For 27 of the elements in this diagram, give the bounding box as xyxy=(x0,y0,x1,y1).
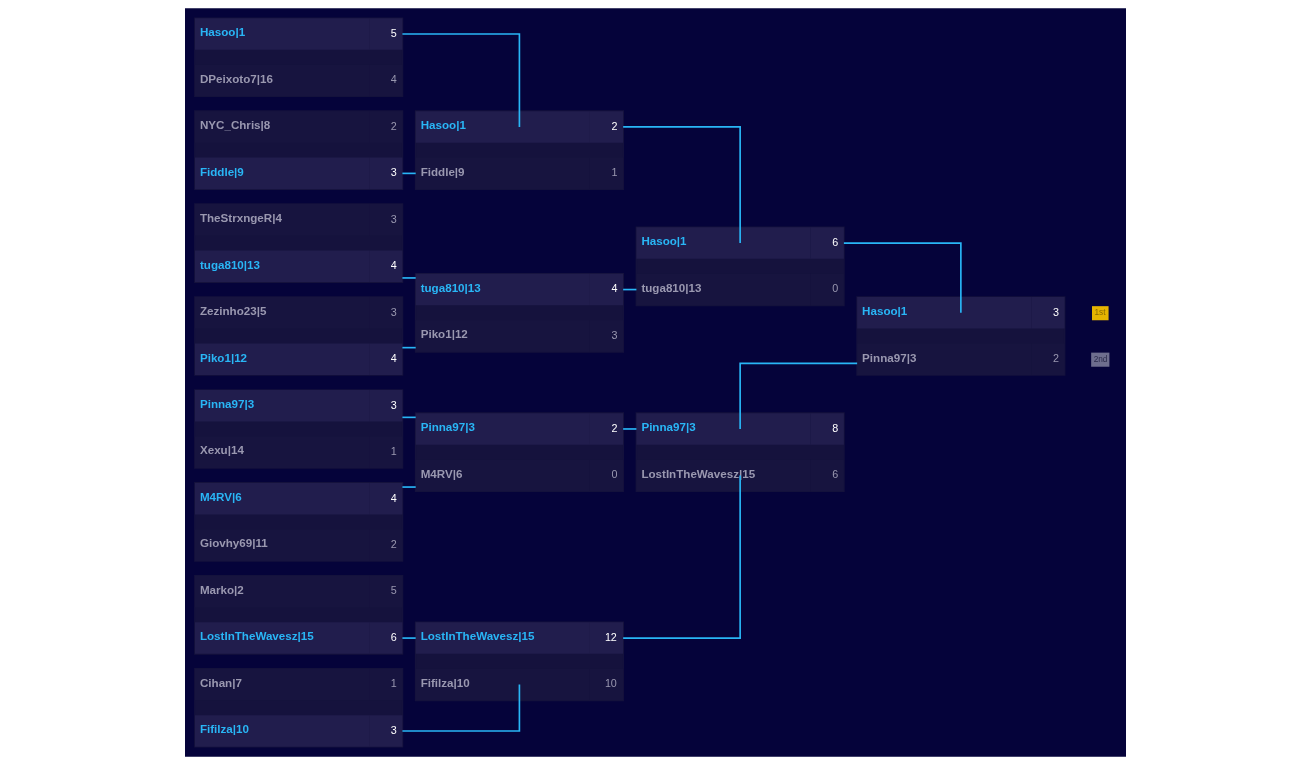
node-text: LostInTheWavesz|15 6 xyxy=(640,466,838,481)
node-text: DPeixoto7|16 4 xyxy=(199,71,397,86)
connector xyxy=(401,486,416,488)
node-text: Giovhy69|11 2 xyxy=(199,536,397,550)
node-label: 2nd xyxy=(1093,353,1107,364)
connector xyxy=(621,474,741,639)
connector xyxy=(401,33,520,128)
node-text: tuga810|13 0 xyxy=(640,280,838,295)
node-text: M4RV|6 0 xyxy=(420,466,618,481)
connector xyxy=(842,242,962,314)
connector xyxy=(401,683,520,732)
node-label: 1st xyxy=(1093,307,1106,318)
node-text: NYC_Chris|8 2 xyxy=(199,118,397,132)
connector xyxy=(401,277,416,279)
node-text: Xexu|14 1 xyxy=(199,443,397,458)
node-text: Fiddle|9 1 xyxy=(420,164,618,179)
node-text: Marko|2 5 xyxy=(199,582,397,597)
connector xyxy=(401,637,416,639)
node-text: Fifilza|10 10 xyxy=(420,675,617,690)
node-text: Cihan|7 1 xyxy=(199,675,397,690)
connector xyxy=(621,126,741,244)
node-text: Piko1|12 3 xyxy=(420,327,618,341)
node-text: TheStrxngeR|4 3 xyxy=(199,211,397,225)
connector xyxy=(738,362,858,430)
node-text: Zezinho23|5 3 xyxy=(199,304,397,318)
node-text: Pinna97|3 2 xyxy=(861,350,1059,365)
connector xyxy=(621,428,637,430)
